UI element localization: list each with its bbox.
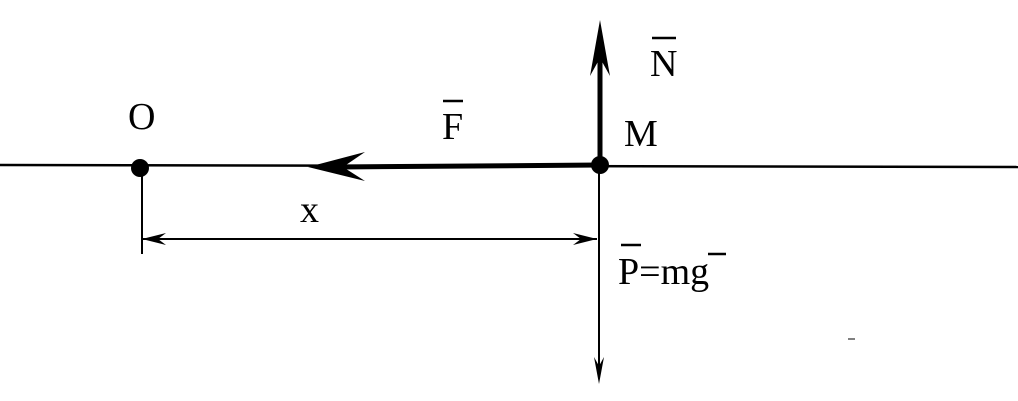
distance-arrowhead-right	[573, 233, 597, 245]
normal-label: N	[650, 43, 677, 85]
weight-label: P=mg	[618, 251, 709, 293]
distance-label: x	[300, 189, 319, 231]
weight-arrowhead	[594, 357, 604, 384]
distance-arrowhead-left	[142, 233, 166, 245]
point-m-label: M	[624, 113, 658, 155]
weight-label-g: g	[690, 251, 709, 293]
force-arrow-shaft	[339, 162, 601, 170]
origin-label: O	[128, 96, 155, 138]
force-label: F	[442, 106, 463, 148]
origin-point	[131, 159, 149, 177]
weight-label-p: P	[618, 251, 639, 293]
weight-label-equals: =m	[639, 251, 690, 293]
force-arrowhead	[308, 152, 365, 181]
normal-arrowhead	[590, 20, 610, 76]
